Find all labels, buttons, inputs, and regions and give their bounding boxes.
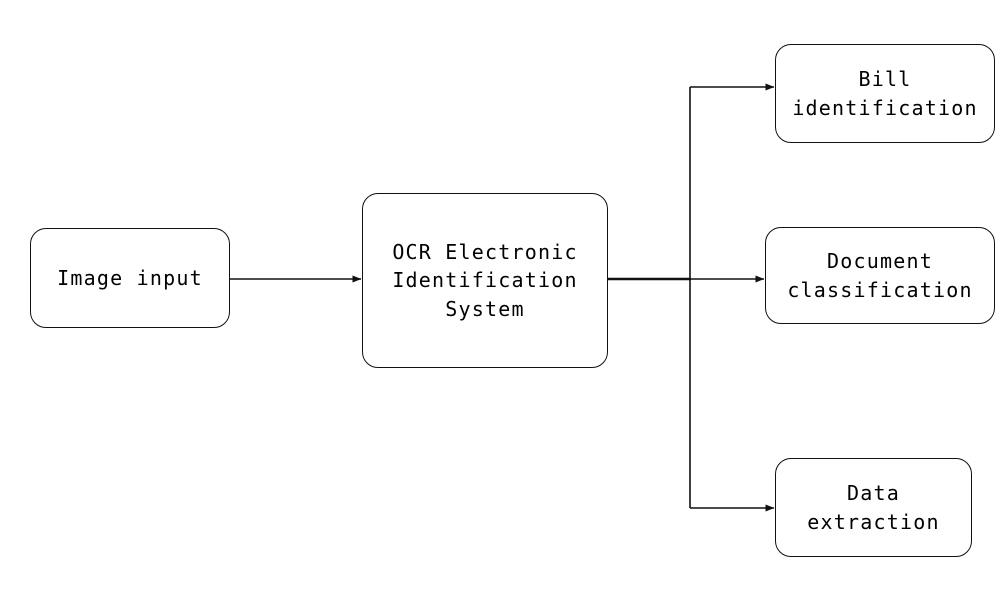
node-document-classification-line-2: classification <box>787 277 973 302</box>
node-bill-identification[interactable]: Bill identification <box>775 44 995 143</box>
node-bill-identification-line-1: Bill <box>858 67 912 92</box>
node-image-input[interactable]: Image input <box>30 228 230 328</box>
node-data-extraction[interactable]: Data extraction <box>775 458 972 557</box>
node-document-classification[interactable]: Document classification <box>765 227 995 324</box>
node-data-extraction-line-1: Data <box>847 481 900 506</box>
node-ocr-system-line-2: Identification <box>392 268 578 293</box>
node-data-extraction-line-2: extraction <box>807 509 940 534</box>
node-ocr-system-line-3: System <box>445 296 525 321</box>
node-ocr-system[interactable]: OCR Electronic Identification System <box>362 193 608 368</box>
node-document-classification-line-1: Document <box>827 249 933 274</box>
node-image-input-line-1: Image input <box>57 265 203 290</box>
node-ocr-system-line-1: OCR Electronic <box>392 239 578 264</box>
node-bill-identification-line-2: identification <box>792 95 978 120</box>
